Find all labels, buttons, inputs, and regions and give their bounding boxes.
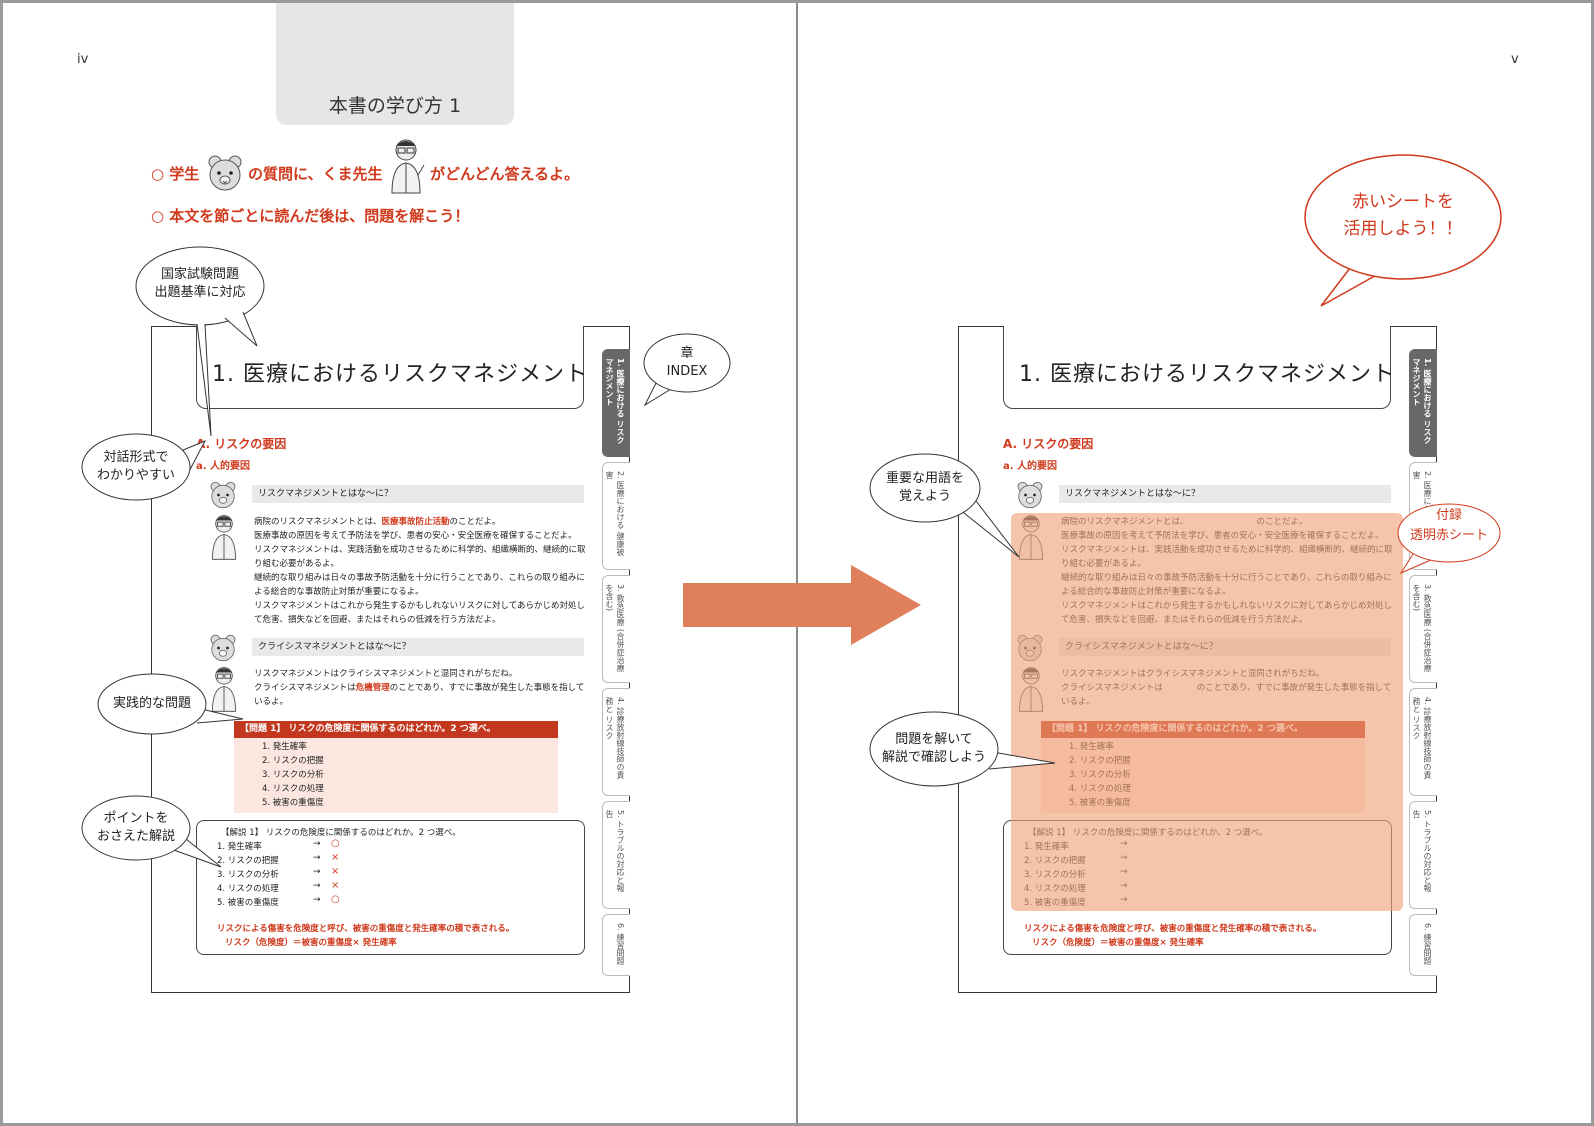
intro-answer-text: がどんどん答えるよ。 [430, 165, 580, 183]
chapter-title: 1. 医療におけるリスクマネジメント [1019, 362, 1395, 387]
explanation-option: 3. リスクの分析 [217, 870, 279, 880]
arrow-mark: → [313, 839, 321, 849]
wrong-mark: × [331, 880, 340, 891]
arrow-mark: → [313, 853, 321, 863]
problem-box: 【問題 1】 リスクの危険度に関係するのはどれか。2 つ選べ。 1. 発生確率 … [234, 721, 558, 813]
page-gutter [796, 3, 798, 1123]
chapter-tab-6: 6. 練習問題 [602, 914, 630, 976]
chapter-tab-3: 3. 救急医療 (合併症治療を含む) [602, 575, 630, 683]
formula: リスク（危険度）＝被害の重傷度× 発生確率 [1032, 938, 1204, 948]
teacher-icon [206, 513, 242, 561]
problem-option: 4. リスクの処理 [262, 784, 324, 794]
intro-question-text: の質問に、くま先生 [248, 165, 383, 183]
explanation-option: 5. 被害の重傷度 [217, 898, 279, 908]
chapter-tab-4: 4. 診療放射線技師の責務と リスク [1409, 688, 1437, 796]
callout-sheet: 付録透明赤シート [1397, 503, 1501, 575]
callout-point: ポイントをおさえた解説 [81, 795, 222, 868]
arrow-mark: → [313, 867, 321, 877]
callout-exam: 国家試験問題出題基準に対応 [135, 246, 265, 437]
chapter-tab-1: 1. 医療における リスクマネジメント [602, 349, 630, 457]
page-title: 本書の学び方 1 [328, 95, 462, 117]
explanation-option: 4. リスクの処理 [217, 884, 279, 894]
callout-red-sheet: 赤いシートを活用しよう！！ [1303, 151, 1503, 311]
right-page-number: v [1511, 52, 1519, 67]
book-spread: iv 本書の学び方 1 ○ 学生 の質問に、くま先生 がどんどん答えるよ。 ○ … [3, 3, 1591, 1123]
chapter-tab-5: 5. トラブルの対応と報告 [602, 801, 630, 909]
correct-mark: ○ [331, 838, 340, 849]
chapter-title-box: 1. 医療におけるリスクマネジメント [196, 326, 587, 409]
problem-option: 2. リスクの把握 [262, 756, 324, 766]
wrong-mark: × [331, 866, 340, 877]
formula-description: リスクによる傷害を危険度と呼び、被害の重傷度と発生確率の積で表される。 [217, 924, 515, 934]
section-a-heading: A. リスクの要因 [1003, 437, 1094, 451]
question-1: リスクマネジメントとはな〜に？ [252, 485, 584, 503]
bear-icon [1015, 480, 1045, 510]
wrong-mark: × [331, 852, 340, 863]
callout-practical: 実践的な問題 [97, 673, 244, 735]
chapter-tab-5: 5. トラブルの対応と報告 [1409, 801, 1437, 909]
section-a-heading: A. リスクの要因 [196, 437, 287, 451]
chapter-tab-4: 4. 診療放射線技師の責務と リスク [602, 688, 630, 796]
chapter-tab-1: 1. 医療における リスクマネジメント [1409, 349, 1437, 457]
explanation-box: 【解説 1】 リスクの危険度に関係するのはどれか。2 つ選べ。 1. 発生確率 … [196, 820, 585, 955]
question-1: リスクマネジメントとはな〜に？ [1059, 485, 1391, 503]
problem-title: 【問題 1】 リスクの危険度に関係するのはどれか。2 つ選べ。 [234, 721, 558, 738]
problem-option: 3. リスクの分析 [262, 770, 324, 780]
chapter-tab-6: 6. 練習問題 [1409, 914, 1437, 976]
chapter-tab-3: 3. 救急医療 (合併症治療を含む) [1409, 575, 1437, 683]
bear-icon [208, 633, 238, 663]
question-2: クライシスマネジメントとはな〜に？ [252, 638, 584, 656]
arrow-mark: → [313, 881, 321, 891]
callout-term: 重要な用語を覚えよう [869, 453, 1020, 558]
explanation-option: 1. 発生確率 [217, 842, 262, 852]
answer-1: 病院のリスクマネジメントとは、医療事故防止活動のことだよ。 医療事故の原因を考え… [254, 517, 586, 625]
explanation-option: 2. リスクの把握 [217, 856, 279, 866]
answer-2: リスクマネジメントはクライシスマネジメントと混同されがちだね。 クライシスマネジ… [254, 669, 585, 707]
section-b-heading: a. 人的要因 [196, 461, 251, 472]
right-sample-page: 1. 医療におけるリスクマネジメント 1. 医療における リスクマネジメント 2… [958, 326, 1437, 993]
teacher-icon [206, 665, 242, 713]
left-page-number: iv [77, 52, 89, 67]
callout-solve: 問題を解いて解説で確認しよう [869, 711, 1056, 787]
problem-option: 1. 発生確率 [262, 742, 307, 752]
intro-student-label: ○ 学生 [151, 165, 200, 183]
callout-dialog: 対話形式でわかりやすい [81, 433, 207, 501]
title-tab: 本書の学び方 1 [276, 3, 514, 125]
bear-icon [205, 153, 245, 193]
problem-option: 5. 被害の重傷度 [262, 798, 324, 808]
explanation-title: 【解説 1】 リスクの危険度に関係するのはどれか。2 つ選べ。 [221, 828, 461, 838]
teacher-icon [387, 137, 425, 195]
formula-description: リスクによる傷害を危険度と呼び、被害の重傷度と発生確率の積で表される。 [1024, 924, 1322, 934]
left-sample-page: 1. 医療におけるリスクマネジメント 1. 医療における リスクマネジメント 2… [151, 326, 630, 993]
arrow-right-icon [683, 565, 921, 645]
keyword-crisis: 危機管理 [355, 683, 390, 693]
keyword-accident-prevention: 医療事故防止活動 [381, 517, 450, 527]
red-sheet-overlay [1011, 513, 1403, 911]
correct-mark: ○ [331, 894, 340, 905]
intro-problem-text: ○ 本文を節ごとに読んだ後は、問題を解こう！ [151, 207, 470, 225]
chapter-tab-2: 2. 医療における 健康被害 [602, 462, 630, 570]
section-b-heading: a. 人的要因 [1003, 461, 1058, 472]
chapter-title-box: 1. 医療におけるリスクマネジメント [1003, 326, 1394, 409]
bear-icon [208, 480, 238, 510]
formula: リスク（危険度）＝被害の重傷度× 発生確率 [225, 938, 397, 948]
chapter-title: 1. 医療におけるリスクマネジメント [212, 362, 588, 387]
arrow-mark: → [313, 895, 321, 905]
